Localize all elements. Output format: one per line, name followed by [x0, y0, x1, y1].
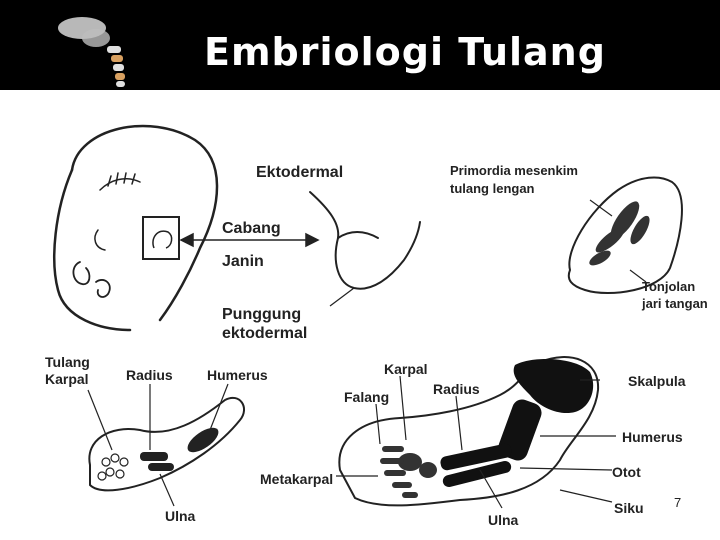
- page-number: 7: [674, 495, 682, 510]
- label-karpal: Karpal: [45, 371, 89, 387]
- early-limb: [567, 176, 683, 295]
- label-humerus-left: Humerus: [207, 367, 268, 383]
- label-tulang: Tulang: [45, 354, 90, 370]
- early-limb-mesenchyme: [589, 201, 650, 266]
- label-radius-left: Radius: [126, 367, 173, 383]
- mid-stage-carpals: [97, 453, 129, 481]
- slide-title: Embriologi Tulang: [204, 30, 606, 74]
- late-stage-leaders: [336, 375, 616, 509]
- limb-bud-small: [152, 230, 173, 249]
- label-siku: Siku: [614, 500, 644, 516]
- mid-stage-limb: [88, 397, 245, 492]
- title-bar: Embriologi Tulang: [0, 0, 720, 90]
- limb-bud-box: [142, 216, 180, 260]
- label-ektodermal: Ektodermal: [256, 164, 344, 181]
- label-punggung: Punggung: [222, 306, 302, 323]
- label-janin: Janin: [222, 253, 264, 270]
- embryo-outline: [53, 124, 219, 332]
- label-skalpula: Skalpula: [628, 373, 686, 389]
- late-stage-hand: [380, 446, 437, 498]
- label-tulang-lengan: tulang lengan: [450, 181, 535, 196]
- label-falang: Falang: [344, 389, 390, 405]
- label-metakarpal: Metakarpal: [260, 471, 334, 487]
- label-radius-right: Radius: [433, 381, 480, 397]
- late-stage-bones: [440, 358, 594, 488]
- mid-stage-leaders: [87, 383, 229, 507]
- leader-lines: [329, 199, 647, 307]
- mid-stage-bones: [140, 427, 219, 471]
- label-primordia: Primordia mesenkim: [450, 163, 578, 178]
- label-otot: Otot: [612, 464, 641, 480]
- label-tonjolan: Tonjolan: [642, 279, 696, 294]
- label-cabang: Cabang: [222, 220, 281, 237]
- arrows: [179, 232, 320, 248]
- label-ulna-left: Ulna: [165, 508, 196, 524]
- label-ulna-right: Ulna: [488, 512, 519, 528]
- label-ektodermal-ridge: ektodermal: [222, 325, 308, 342]
- label-karpal-right: Karpal: [384, 361, 428, 377]
- limb-bud-enlarged: [309, 191, 421, 290]
- label-jari-tangan: jari tangan: [642, 296, 708, 311]
- label-humerus-right: Humerus: [622, 429, 683, 445]
- spine-skeleton-icon: [58, 17, 125, 87]
